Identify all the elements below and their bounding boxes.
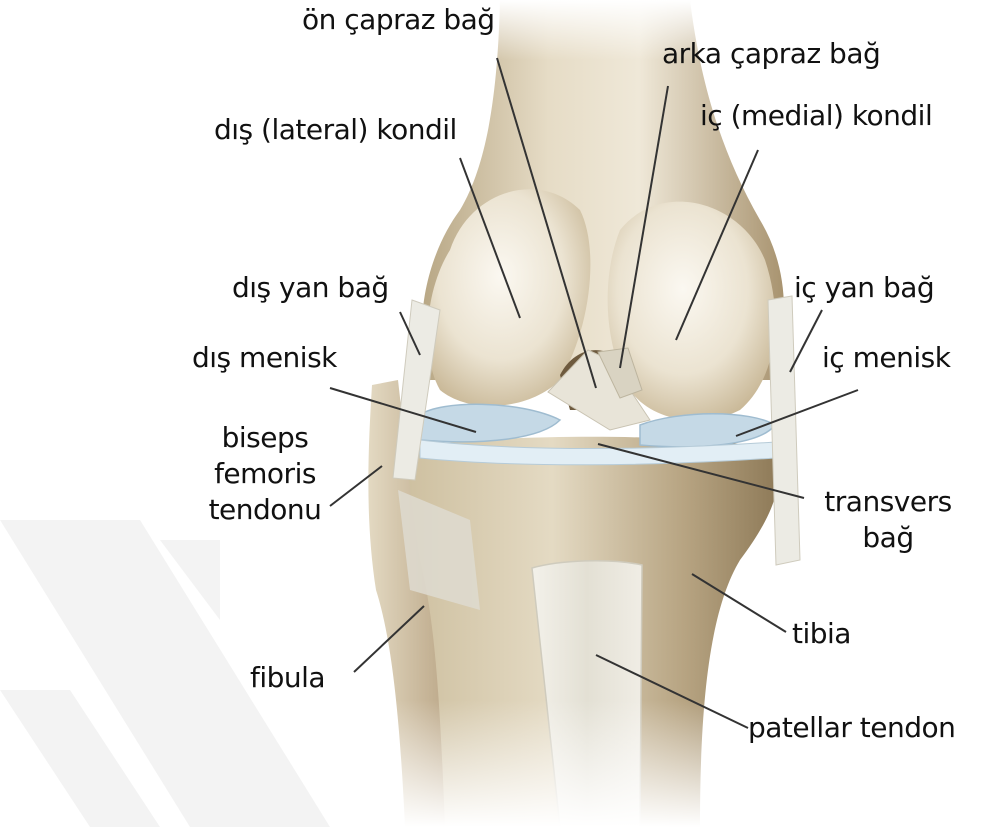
label-medial-collateral-ligament: iç yan bağ (794, 270, 934, 306)
label-medial-condyle: iç (medial) kondil (700, 98, 932, 134)
label-anterior-cruciate-ligament: ön çapraz bağ (302, 2, 495, 38)
medial-meniscus (640, 414, 775, 447)
label-fibula: fibula (250, 660, 325, 696)
label-biceps-femoris-tendon: biseps femoris tendonu (190, 420, 340, 528)
label-transverse-ligament: transvers bağ (812, 484, 964, 556)
label-transverse-line-1: transvers (812, 484, 964, 520)
label-tibia: tibia (792, 616, 851, 652)
label-transverse-line-2: bağ (812, 520, 964, 556)
label-lateral-condyle: dış (lateral) kondil (214, 112, 457, 148)
label-posterior-cruciate-ligament: arka çapraz bağ (662, 36, 880, 72)
label-biceps-line-1: biseps (190, 420, 340, 456)
label-medial-meniscus: iç menisk (822, 340, 950, 376)
label-biceps-line-2: femoris (190, 456, 340, 492)
lateral-meniscus (420, 404, 560, 441)
medial-collateral-ligament (768, 296, 800, 565)
label-lateral-collateral-ligament: dış yan bağ (232, 270, 389, 306)
label-lateral-meniscus: dış menisk (192, 340, 337, 376)
label-biceps-line-3: tendonu (190, 492, 340, 528)
label-patellar-tendon: patellar tendon (748, 710, 955, 746)
